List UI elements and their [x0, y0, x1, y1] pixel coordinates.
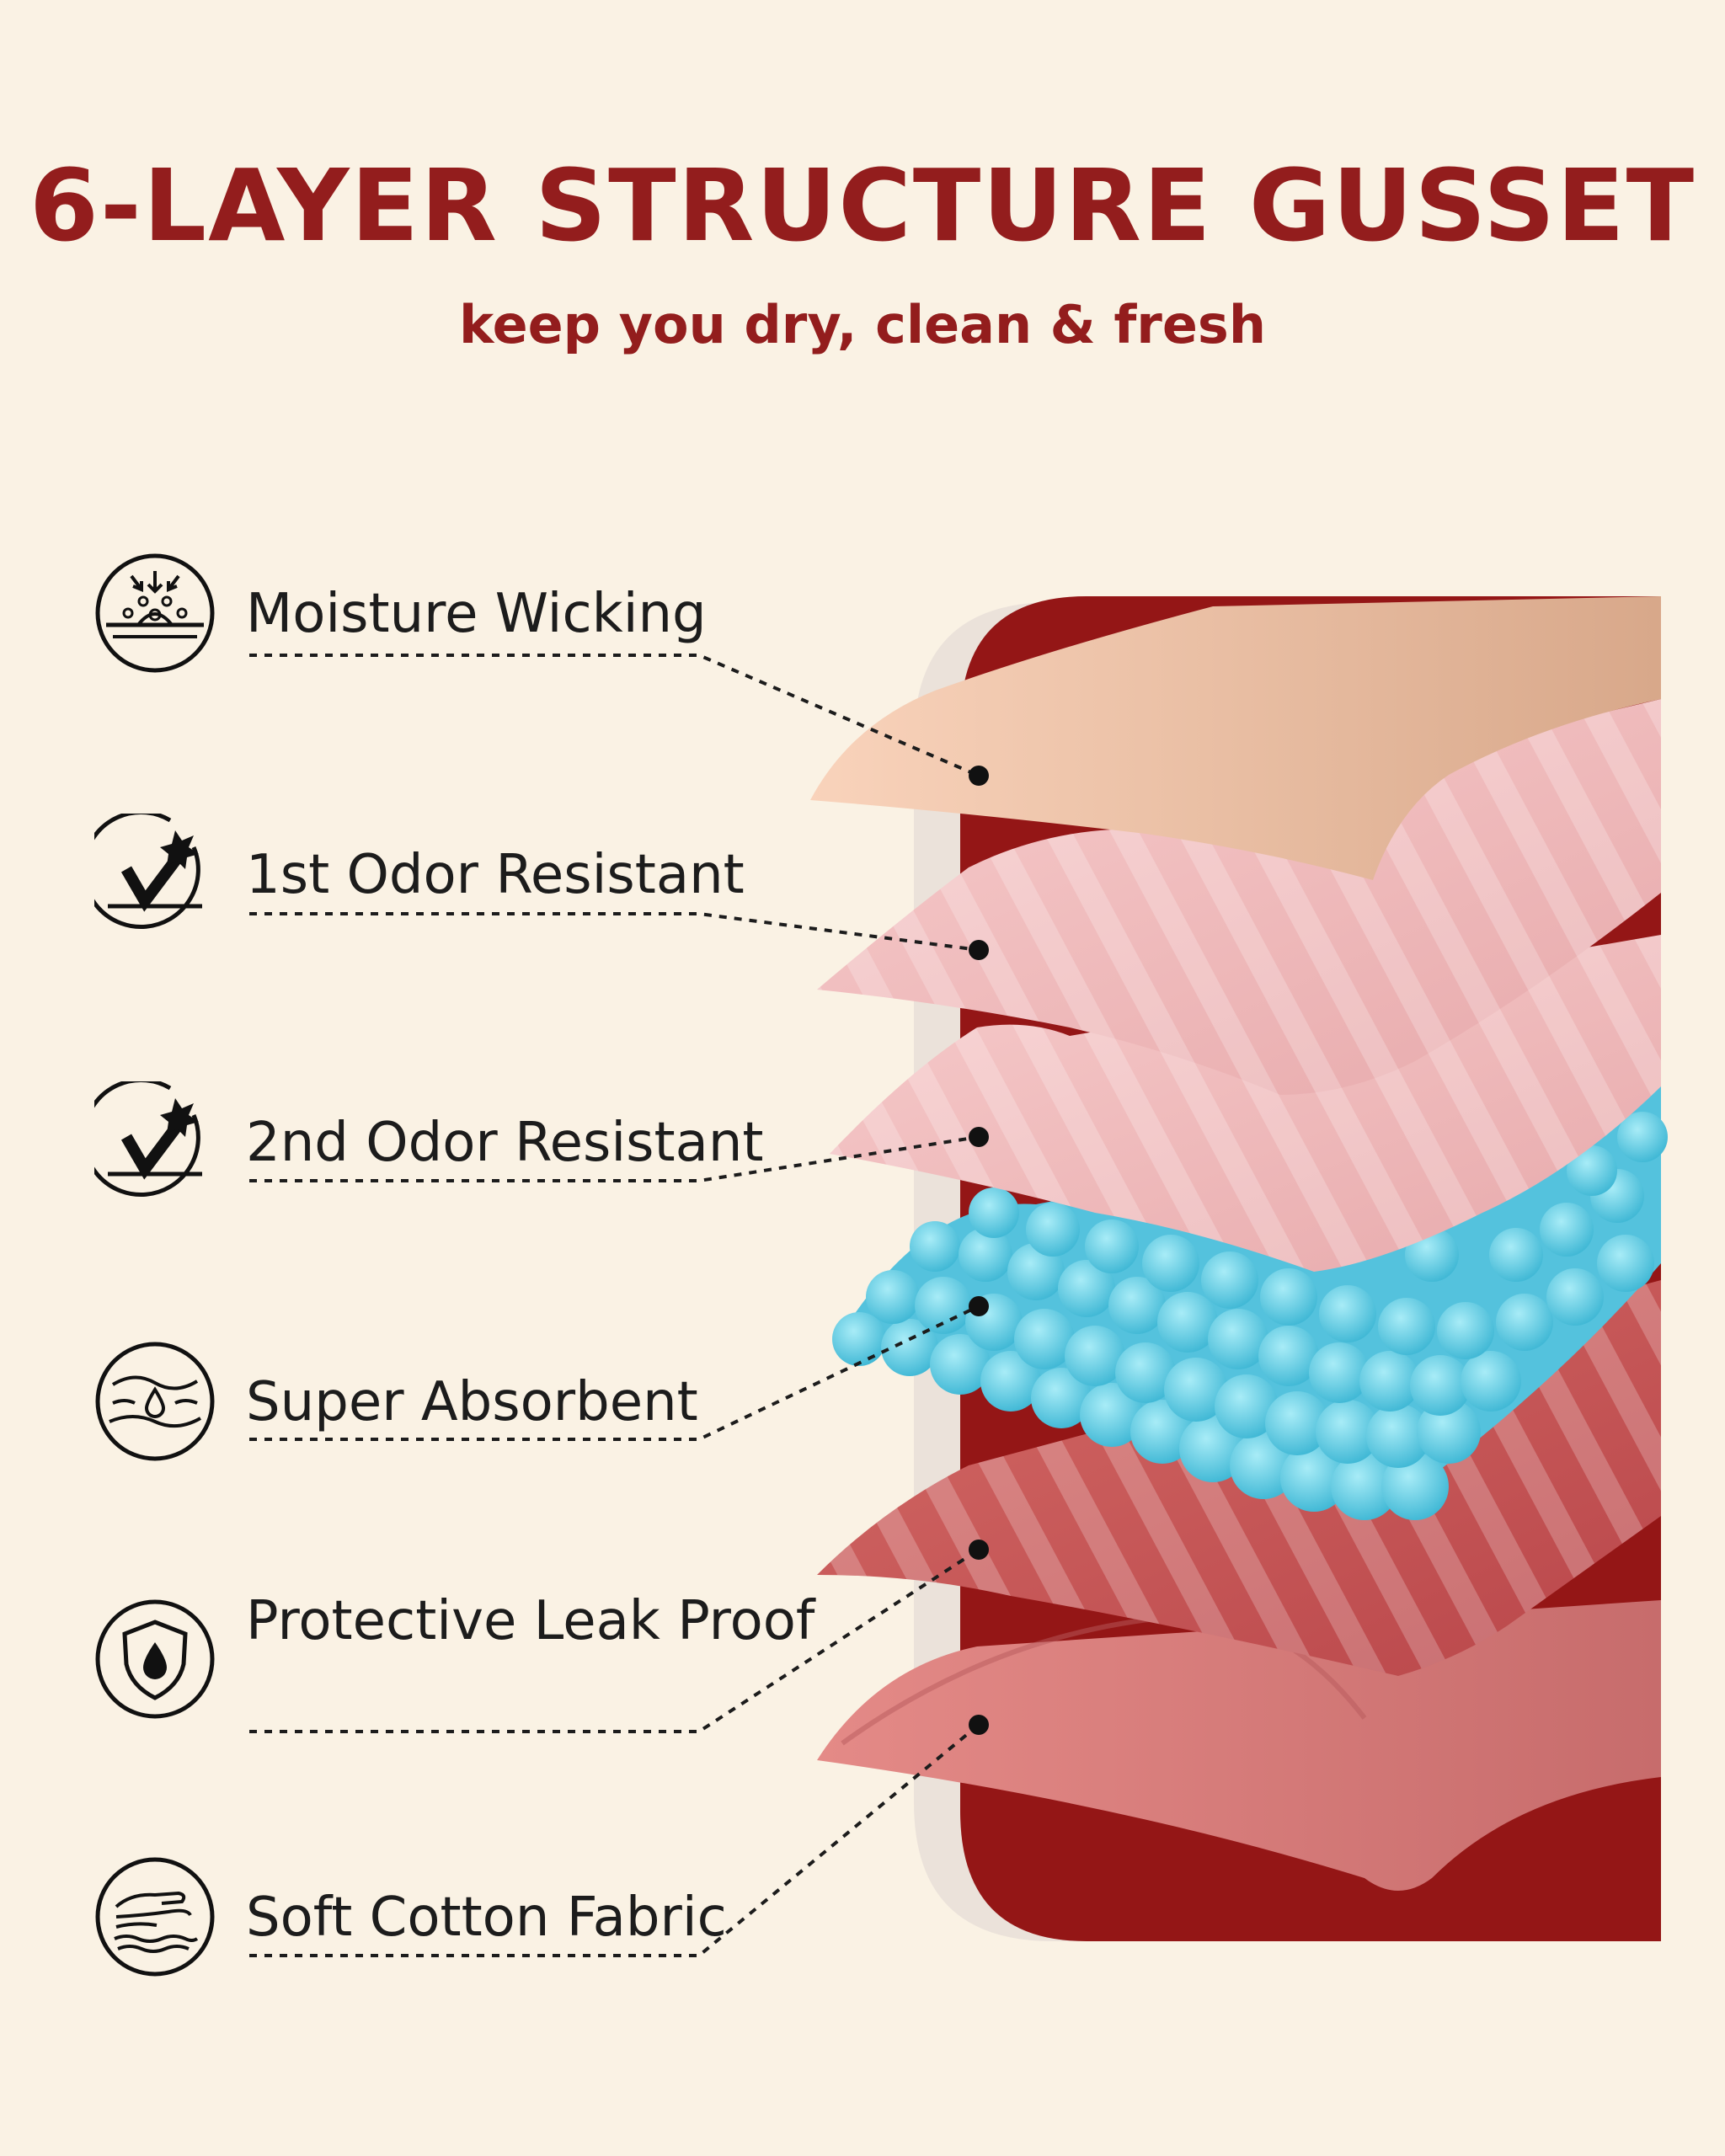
moisture-wicking-icon — [95, 553, 215, 673]
feature-soft-cotton: Soft Cotton Fabric — [94, 1856, 819, 1983]
feature-super-absorbent: Super Absorbent — [94, 1341, 819, 1467]
layer-marker-3 — [969, 1127, 989, 1147]
feature-label-odor-resistant-2: 2nd Odor Resistant — [246, 1112, 764, 1174]
feature-odor-resistant-2: 2nd Odor Resistant — [94, 1081, 819, 1208]
hand-fabric-icon — [95, 1857, 215, 1977]
absorbent-drop-icon — [95, 1342, 215, 1461]
connector-line-3 — [249, 1135, 980, 1182]
connector-line-4 — [249, 1305, 980, 1441]
connector-line-5 — [249, 1548, 980, 1733]
layer-marker-5 — [969, 1540, 989, 1560]
feature-odor-resistant-1: 1st Odor Resistant — [94, 814, 819, 940]
layer-marker-1 — [969, 766, 989, 786]
shield-drop-icon — [95, 1599, 215, 1719]
page-subtitle: keep you dry, clean & fresh — [459, 294, 1266, 355]
feature-label-leak-proof: Protective Leak Proof — [246, 1590, 815, 1652]
odor-resistant-icon — [94, 814, 202, 929]
feature-label-super-absorbent: Super Absorbent — [246, 1371, 698, 1433]
feature-label-soft-cotton: Soft Cotton Fabric — [246, 1886, 727, 1949]
feature-label-moisture-wicking: Moisture Wicking — [246, 583, 707, 645]
feature-label-odor-resistant-1: 1st Odor Resistant — [246, 844, 745, 906]
odor-resistant-icon — [94, 1081, 202, 1197]
layer-marker-6 — [969, 1715, 989, 1735]
layer-marker-2 — [969, 940, 989, 960]
layer-marker-4 — [969, 1296, 989, 1316]
feature-moisture-wicking: Moisture Wicking — [94, 552, 819, 679]
layer-moisture-wicking — [810, 596, 1661, 880]
feature-leak-proof: Protective Leak Proof — [94, 1590, 819, 1750]
connector-line-1 — [249, 654, 980, 777]
page-title: 6-LAYER STRUCTURE GUSSET — [29, 147, 1696, 264]
connector-line-2 — [249, 912, 980, 952]
layer-soft-cotton — [817, 1600, 1661, 1891]
